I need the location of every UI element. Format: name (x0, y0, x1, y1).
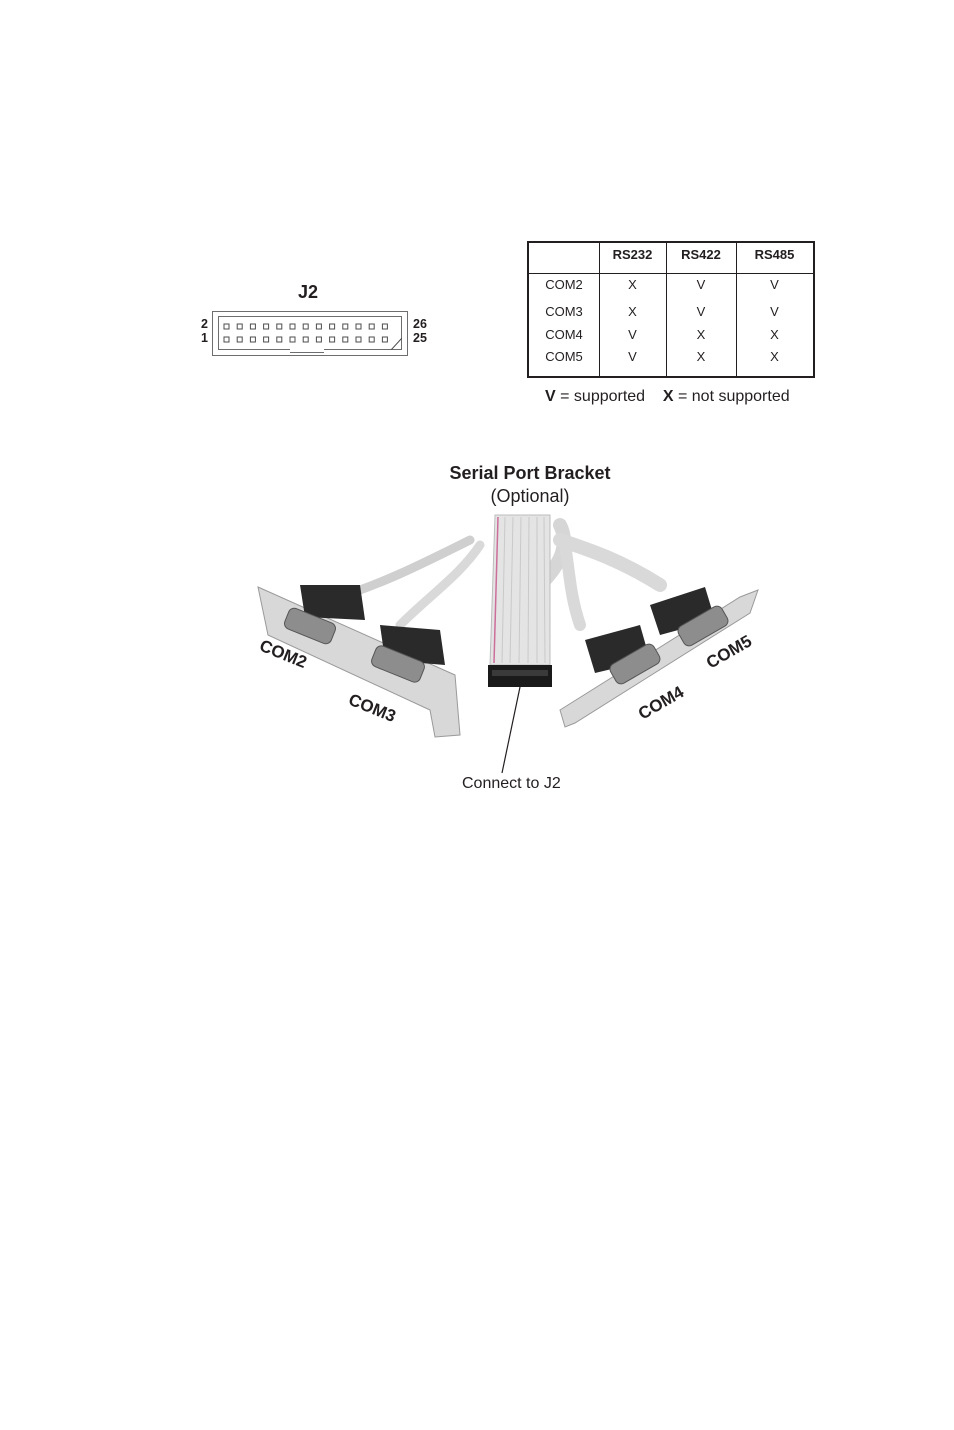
table-cell: V (770, 277, 779, 292)
header-pin (276, 323, 283, 330)
pin-label-1: 1 (201, 331, 208, 345)
header-pin (355, 323, 362, 330)
header-pin (302, 336, 309, 343)
header-pin (381, 336, 388, 343)
header-pin (368, 336, 375, 343)
table-row-label: COM4 (545, 327, 583, 342)
connect-to-j2-label: Connect to J2 (462, 775, 561, 792)
header-pin (355, 336, 362, 343)
header-pin (249, 336, 256, 343)
header-pin (236, 336, 243, 343)
j2-key-notch-edge (290, 352, 324, 353)
table-cell: X (696, 327, 706, 342)
pin-label-2: 2 (201, 317, 208, 331)
legend-v-text: = supported (560, 388, 646, 405)
table-cell: V (770, 304, 779, 319)
header-pin (381, 323, 388, 330)
table-cell: X (770, 327, 779, 342)
header-pin (329, 336, 336, 343)
header-pin (315, 323, 322, 330)
ribbon-cable (488, 514, 552, 687)
header-pin (289, 336, 296, 343)
table-column-divider (599, 243, 600, 376)
table-header-cell: RS422 (681, 247, 721, 262)
legend-x-text: = not supported (677, 388, 790, 405)
table-cell: X (696, 349, 706, 364)
header-pin (276, 336, 283, 343)
header-pin (236, 323, 243, 330)
connect-leader-line (501, 686, 521, 774)
pin-label-26: 26 (413, 317, 427, 331)
table-cell: X (770, 349, 779, 364)
table-cell: X (628, 304, 637, 319)
table-cell: V (628, 349, 637, 364)
pin-label-25: 25 (413, 331, 427, 345)
table-row-label: COM5 (545, 349, 583, 364)
header-pin (263, 323, 270, 330)
table-header-divider (529, 273, 813, 274)
table-header-cell: RS485 (754, 247, 795, 262)
j2-title: J2 (298, 282, 319, 302)
header-pin (329, 323, 336, 330)
header-pin (315, 336, 322, 343)
table-cell: X (628, 277, 637, 292)
right-bracket (559, 587, 759, 728)
header-pin (223, 336, 230, 343)
left-bracket (257, 585, 461, 738)
bracket-subtitle: (Optional) (490, 486, 570, 506)
table-column-divider (666, 243, 667, 376)
table-row-label: COM2 (545, 277, 583, 292)
table-cell: V (628, 327, 637, 342)
header-pin (249, 323, 256, 330)
legend-x-symbol: X (662, 388, 674, 405)
table-header-cell: RS232 (612, 247, 653, 262)
table-cell: V (696, 277, 706, 292)
header-pin (342, 336, 349, 343)
header-pin (368, 323, 375, 330)
table-legend: V = supported X = not supported (545, 388, 790, 406)
table-cell: V (696, 304, 706, 319)
legend-v-symbol: V (545, 388, 556, 405)
header-pin (223, 323, 230, 330)
header-pin (302, 323, 309, 330)
header-pin (263, 336, 270, 343)
j2-key-notch (290, 347, 324, 353)
pin-1-marker (390, 337, 402, 350)
j2-pin-grid (223, 323, 402, 350)
header-pin (342, 323, 349, 330)
header-pin (289, 323, 296, 330)
j2-header-shroud (218, 316, 402, 350)
table-column-divider (736, 243, 737, 376)
bracket-title: Serial Port Bracket (449, 463, 611, 483)
serial-bracket-illustration (257, 514, 759, 774)
table-row-label: COM3 (545, 304, 583, 319)
